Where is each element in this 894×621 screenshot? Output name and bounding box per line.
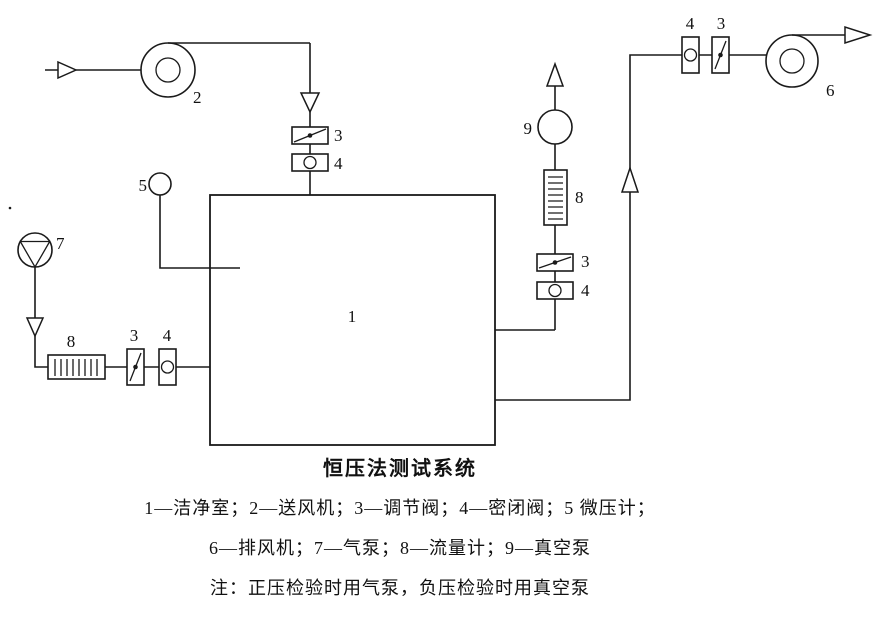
regulating-valve-topright: [711, 36, 730, 74]
inlet-arrow-icon: [57, 60, 78, 80]
label-vacuum-pump: 9: [524, 119, 533, 138]
label-room: 1: [348, 307, 357, 326]
flowmeter-scale: [54, 359, 98, 376]
flowmeter-body: [47, 354, 106, 380]
flowmeter-left-symbol: [47, 354, 106, 380]
label-supply-fan: 2: [193, 88, 202, 107]
pipe-airpump-line: [34, 267, 210, 368]
flowmeter-right-symbol: [543, 169, 568, 226]
air-pump-symbol: [17, 232, 53, 269]
regulating-valve-left: [126, 348, 145, 386]
print-speck: [8, 206, 12, 210]
funnel-icon: [299, 92, 321, 114]
label-valve3-topright: 3: [717, 14, 726, 33]
valve-body: [126, 348, 145, 386]
fan-hub: [779, 48, 805, 74]
component-labels: 2 3 4 5 1 7 8 3 4 3 4 8 9 4 3 6: [56, 14, 835, 351]
label-flow-left: 8: [67, 332, 76, 351]
valve-body: [291, 126, 329, 145]
label-valve4-right: 4: [581, 281, 590, 300]
label-valve4-left: 4: [163, 326, 172, 345]
valve-disc: [683, 48, 698, 62]
flowmeter-body: [543, 169, 568, 226]
valve-disc: [303, 155, 317, 170]
label-valve3-right: 3: [581, 252, 590, 271]
fan-casing: [765, 34, 819, 88]
pressure-gauge-symbol: [148, 172, 172, 196]
valve-body: [291, 153, 329, 172]
valve-disc: [160, 360, 175, 374]
label-exhaust-fan: 6: [826, 81, 835, 100]
valve-body: [711, 36, 730, 74]
label-valve4-topright: 4: [686, 14, 695, 33]
fan-casing: [140, 42, 196, 98]
valve-body: [681, 36, 700, 74]
valve-pivot: [552, 260, 558, 265]
valve-pivot: [133, 364, 138, 370]
up-arrow-vacuum-icon: [545, 61, 565, 87]
valve-body: [536, 253, 574, 272]
valve-disc: [548, 283, 562, 298]
down-arrow-icon: [25, 317, 45, 338]
regulating-valve-top: [291, 126, 329, 145]
cleanroom-box: [209, 194, 496, 446]
sealed-valve-top: [291, 153, 329, 172]
valve-body: [158, 348, 177, 386]
label-valve3-top: 3: [334, 126, 343, 145]
legend-line-1: 1—洁净室；2—送风机；3—调节阀；4—密闭阀；5 微压计；: [144, 498, 656, 518]
sealed-valve-topright: [681, 36, 700, 74]
pump-rotor: [19, 240, 51, 269]
sealed-valve-left: [158, 348, 177, 386]
outlet-arrow-icon: [844, 25, 873, 45]
exhaust-fan-symbol: [765, 34, 819, 88]
pipe-supply-line: [45, 42, 311, 195]
pipe-network: [34, 34, 845, 401]
fan-hub: [155, 57, 181, 83]
pipe-vacuum-line: [495, 86, 556, 331]
flowmeter-scale: [548, 176, 563, 220]
label-flow-right: 8: [575, 188, 584, 207]
valve-pivot: [718, 52, 723, 58]
caption-block: 恒压法测试系统 1—洁净室；2—送风机；3—调节阀；4—密闭阀；5 微压计； 6…: [0, 452, 800, 614]
note-line: 注：正压检验时用气泵，负压检验时用真空泵: [210, 578, 590, 598]
sealed-valve-right: [536, 281, 574, 300]
diagram-title: 恒压法测试系统: [323, 458, 477, 480]
label-valve3-left: 3: [130, 326, 139, 345]
supply-fan-symbol: [140, 42, 196, 98]
legend-line-2: 6—排风机；7—气泵；8—流量计；9—真空泵: [209, 538, 591, 558]
pump-casing: [17, 232, 53, 268]
valve-body: [536, 281, 574, 300]
label-gauge: 5: [139, 176, 148, 195]
label-air-pump: 7: [56, 234, 65, 253]
vacuum-pump-symbol: [537, 109, 573, 145]
pipe-exhaust-line: [495, 34, 845, 401]
pipe-gauge-line: [159, 195, 240, 269]
valve-pivot: [307, 133, 313, 138]
label-valve4-top: 4: [334, 154, 343, 173]
regulating-valve-right: [536, 253, 574, 272]
up-arrow-exhaust-icon: [620, 165, 640, 193]
